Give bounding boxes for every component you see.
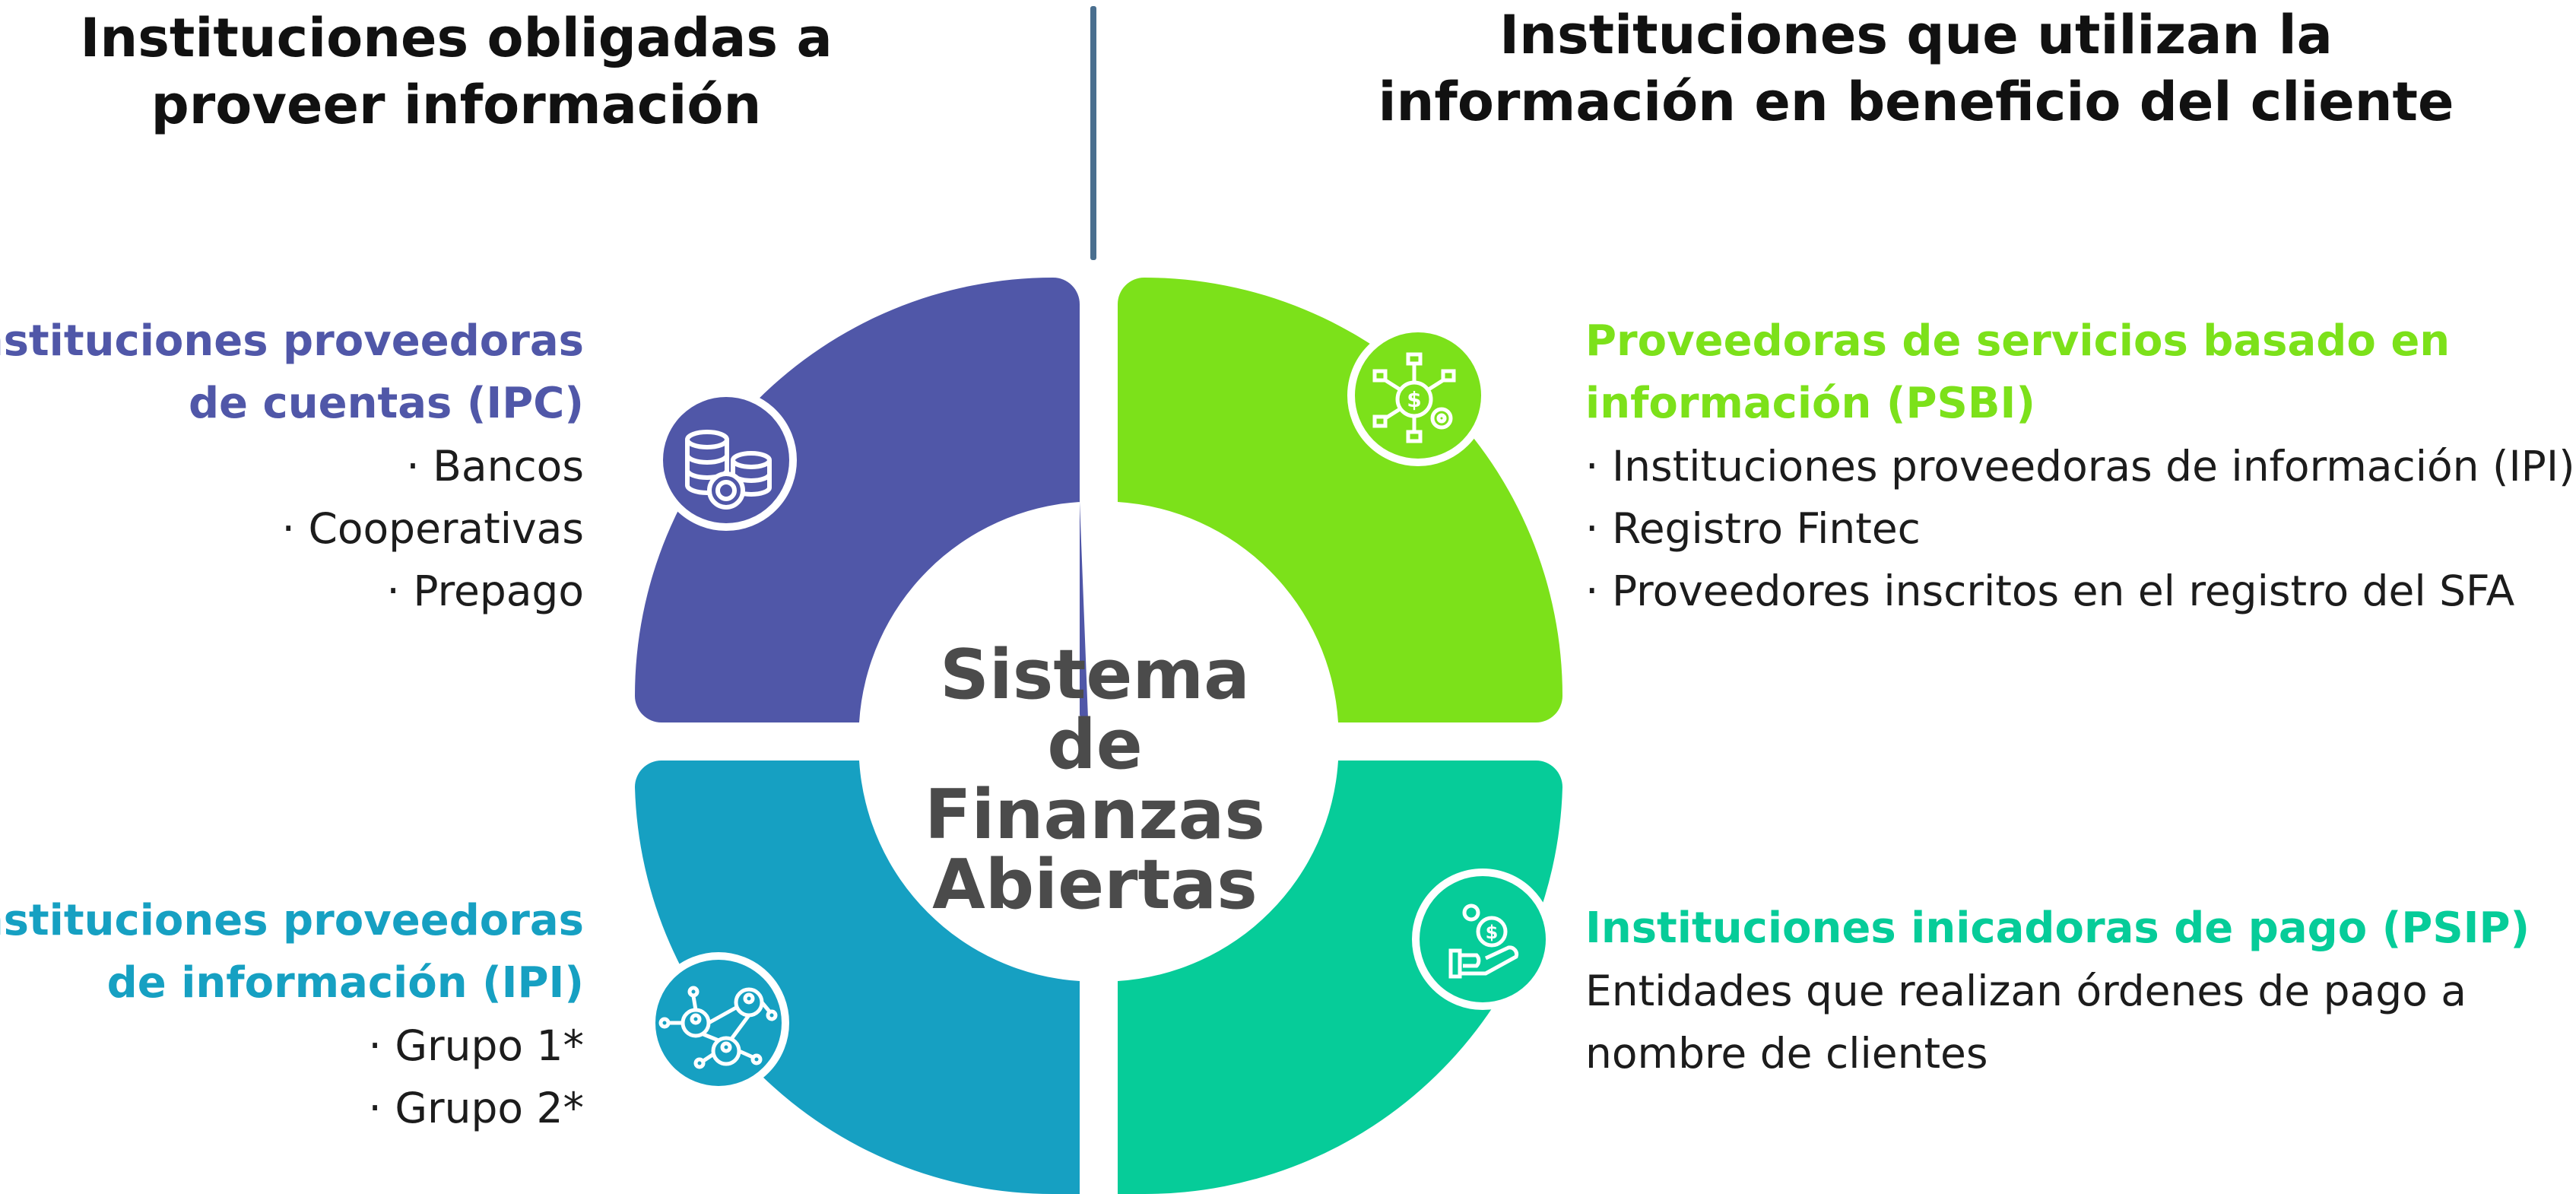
psbi-title-line1: Proveedoras de servicios basado en [1585, 316, 2451, 366]
heading-using-institutions: Instituciones que utilizan la informació… [1378, 4, 2454, 133]
psip-description-line2: nombre de clientes [1585, 1029, 1988, 1078]
ipc-description: Instituciones proveedoras de cuentas (IP… [0, 310, 584, 622]
network-people-icon [648, 952, 789, 1094]
psbi-title-line2: información (PSBI) [1585, 379, 2035, 428]
ipc-item: · Cooperativas [281, 504, 585, 553]
dollar-gear-network-icon: $ [1347, 325, 1489, 466]
hand-coin-icon: $ [1412, 869, 1553, 1010]
psip-description-line1: Entidades que realizan órdenes de pago a [1585, 967, 2467, 1015]
ipi-description: Instituciones proveedoras de información… [0, 890, 584, 1139]
vertical-divider [1090, 6, 1096, 260]
psip-description: Instituciones inicadoras de pago (PSIP) … [1585, 897, 2536, 1084]
svg-text:$: $ [1486, 922, 1499, 943]
ipi-title-line1: Instituciones proveedoras [0, 896, 584, 945]
segment-ipc [635, 278, 1089, 738]
ipc-item: · Prepago [386, 567, 584, 615]
ipi-title-line2: de información (IPI) [106, 958, 584, 1008]
psbi-description: Proveedoras de servicios basado en infor… [1585, 310, 2575, 622]
segment-psbi [1118, 278, 1562, 722]
svg-text:$: $ [1407, 387, 1421, 412]
psbi-item: · Registro Fintec [1585, 504, 1921, 553]
coins-stack-icon [655, 389, 797, 531]
heading-obligated-institutions: Instituciones obligadas a proveer inform… [80, 7, 833, 136]
ipi-item: · Grupo 1* [368, 1021, 584, 1070]
psbi-item: · Proveedores inscritos en el registro d… [1585, 567, 2515, 615]
segment-ipi [635, 761, 1080, 1194]
center-title-line1: Sistema de [940, 635, 1250, 785]
ipc-title-line1: Instituciones proveedoras [0, 316, 584, 366]
center-title: Sistema de Finanzas Abiertas [882, 640, 1308, 920]
psbi-item: · Instituciones proveedoras de informaci… [1585, 442, 2575, 491]
ipc-title-line2: de cuentas (IPC) [188, 379, 584, 428]
center-title-line3: Abiertas [932, 845, 1258, 925]
ipi-item: · Grupo 2* [368, 1084, 584, 1132]
psip-title: Instituciones inicadoras de pago (PSIP) [1585, 903, 2530, 953]
ipc-item: · Bancos [406, 442, 584, 491]
segment-psip [1118, 761, 1562, 1194]
center-title-line2: Finanzas [925, 775, 1265, 855]
